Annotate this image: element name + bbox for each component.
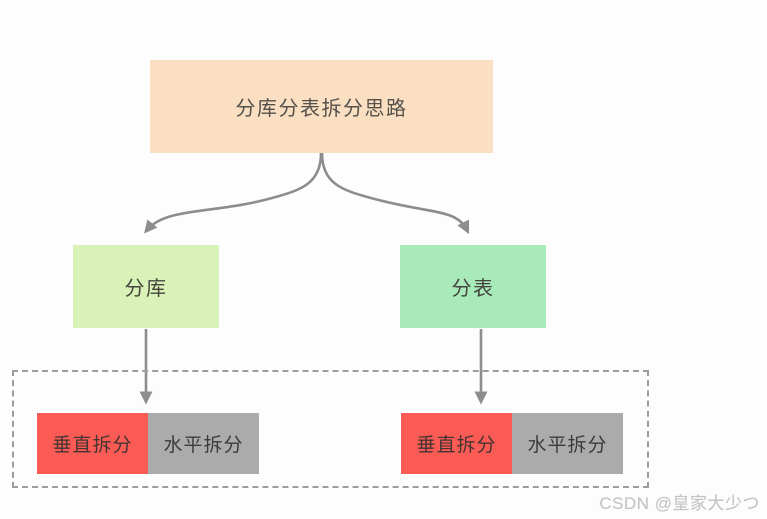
horizontal-split-box-db: 水平拆分 [148, 413, 259, 474]
root-node: 分库分表拆分思路 [150, 60, 493, 153]
fork-arrow-left [144, 152, 323, 234]
split-group-region [12, 370, 649, 488]
horizontal-split-label: 水平拆分 [163, 435, 244, 456]
branch-node-db: 分库 [73, 245, 219, 328]
horizontal-split-box-table: 水平拆分 [512, 413, 623, 474]
branch-node-table: 分表 [400, 245, 546, 328]
branch-node-table-label: 分表 [451, 278, 495, 300]
fork-arrow-right [320, 152, 470, 235]
vertical-split-label: 垂直拆分 [52, 435, 133, 456]
branch-node-db-label: 分库 [124, 278, 168, 300]
horizontal-split-label: 水平拆分 [527, 435, 608, 456]
root-node-label: 分库分表拆分思路 [235, 98, 408, 120]
split-pair-table: 垂直拆分 水平拆分 [401, 413, 623, 474]
vertical-split-box-table: 垂直拆分 [401, 413, 512, 474]
watermark: CSDN @皇家大少つ [599, 494, 760, 513]
vertical-split-box-db: 垂直拆分 [37, 413, 148, 474]
split-pair-db: 垂直拆分 水平拆分 [37, 413, 259, 474]
vertical-split-label: 垂直拆分 [416, 435, 497, 456]
